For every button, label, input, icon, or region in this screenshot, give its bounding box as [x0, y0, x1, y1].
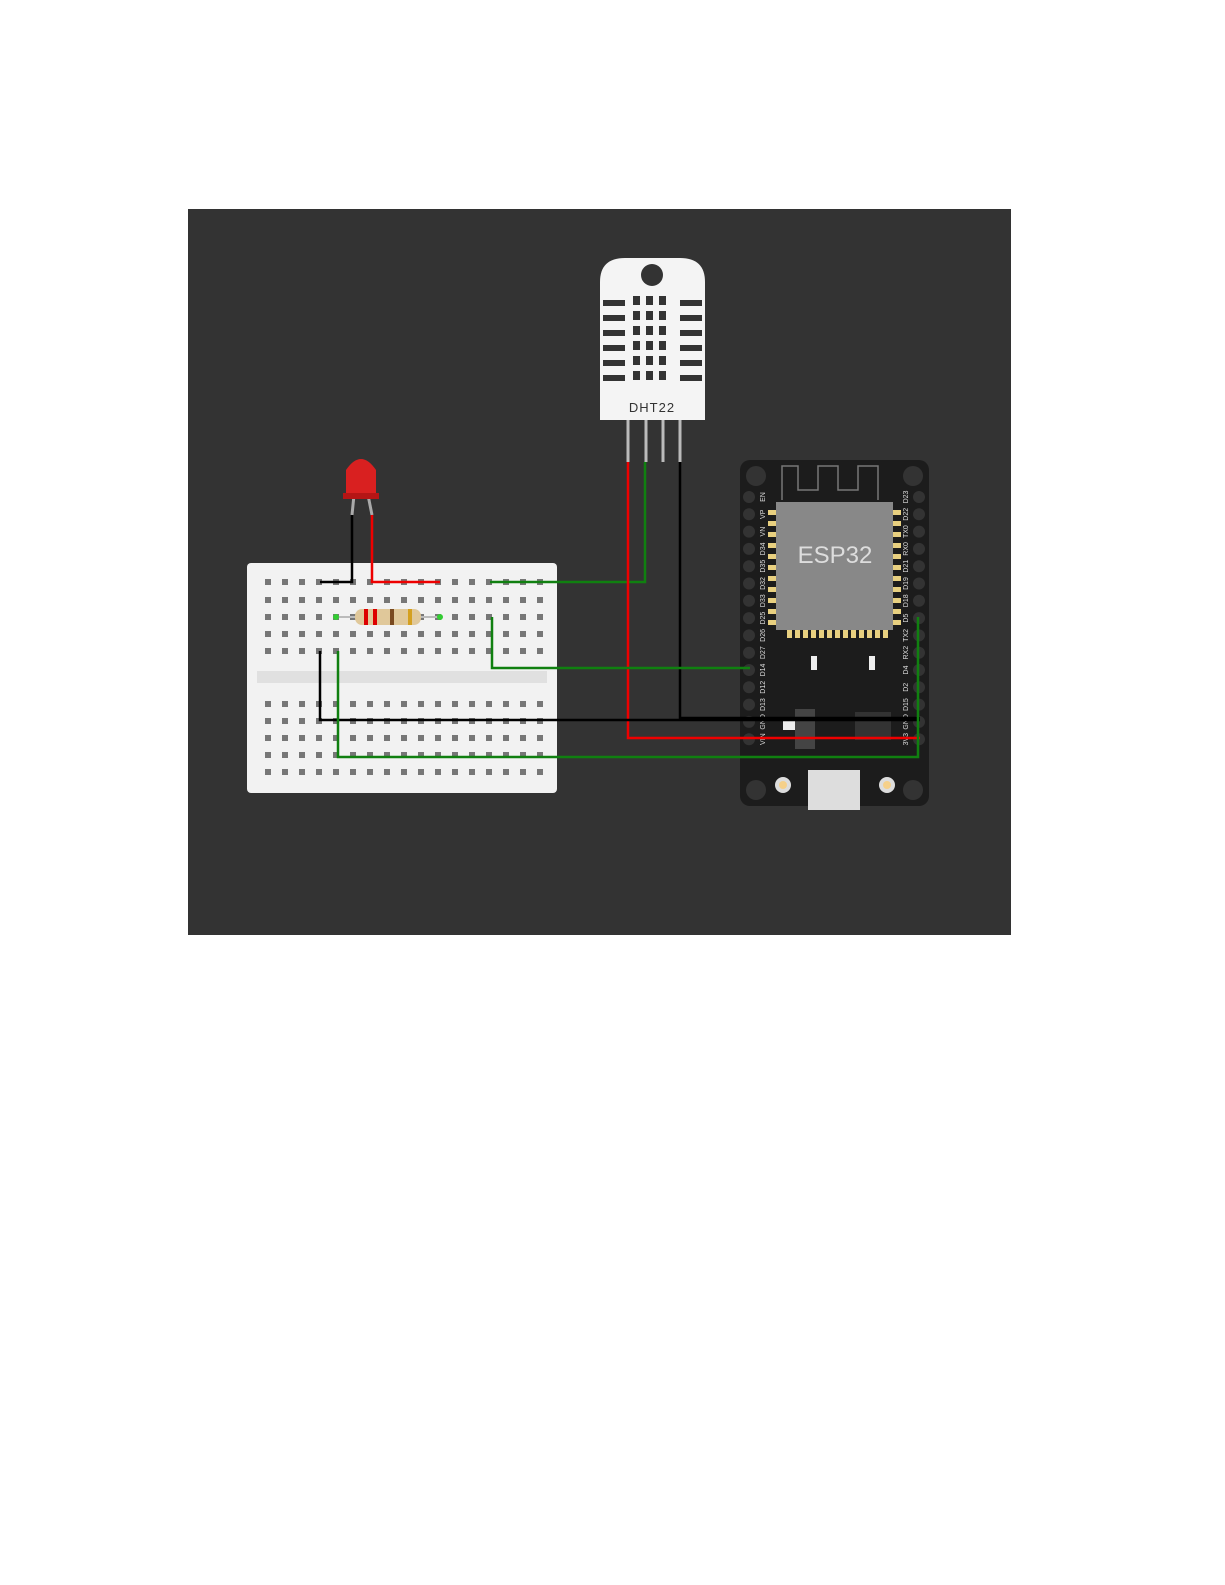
wire-led-cathode — [320, 515, 354, 584]
circuit-diagram: DHT22 ESP32 ENVPVND34D35D32D33D25D26D27D… — [188, 209, 1011, 935]
esp32-pin-label: D18 — [903, 594, 910, 607]
esp32-pin-d12[interactable] — [743, 681, 755, 694]
wire-dht-data — [490, 462, 647, 584]
esp32-pin-label: GND — [903, 714, 910, 730]
esp32-pin-d13[interactable] — [743, 698, 755, 711]
esp32-pin-label: GND — [760, 714, 767, 730]
esp32-pin-label: VP — [760, 509, 767, 519]
breadboard — [247, 563, 557, 793]
esp32-pin-label: D15 — [903, 698, 910, 711]
esp32-pin-d25[interactable] — [743, 612, 755, 625]
wire-d5 — [336, 617, 920, 759]
esp32-label: ESP32 — [798, 542, 873, 569]
esp32-pin-label: D2 — [903, 683, 910, 692]
esp32-pin-rx0[interactable] — [913, 542, 925, 555]
esp32-pin-tx0[interactable] — [913, 525, 925, 538]
esp32-pin-d19[interactable] — [913, 577, 925, 590]
esp32-pin-label: D27 — [760, 646, 767, 659]
esp32-pin-d23[interactable] — [913, 491, 925, 503]
esp32-pin-label: D34 — [760, 542, 767, 555]
wire-gnd — [318, 651, 920, 722]
esp32-pin-d34[interactable] — [743, 542, 755, 555]
resistor — [333, 609, 443, 625]
esp32-pin-label: D12 — [760, 681, 767, 694]
esp32-pin-d35[interactable] — [743, 560, 755, 573]
esp32-pin-label: EN — [760, 492, 767, 502]
esp32-pin-d33[interactable] — [743, 594, 755, 607]
esp32-pin-label: D5 — [903, 614, 910, 623]
esp32-pin-vp[interactable] — [743, 508, 755, 521]
esp32-pin-label: D21 — [903, 560, 910, 573]
esp32-pin-label: D14 — [760, 663, 767, 676]
esp32-pin-label: D33 — [760, 594, 767, 607]
esp32-pin-d18[interactable] — [913, 594, 925, 607]
wire-d14 — [490, 617, 750, 670]
esp32-pin-d22[interactable] — [913, 508, 925, 521]
red-led — [343, 459, 379, 516]
dht22-label: DHT22 — [629, 400, 675, 415]
esp32-pin-label: D25 — [760, 612, 767, 625]
esp32-pin-label: TX2 — [903, 629, 910, 642]
esp32-pin-label: D32 — [760, 577, 767, 590]
esp32-pin-d27[interactable] — [743, 646, 755, 659]
esp32-pin-label: D4 — [903, 665, 910, 674]
esp32-pin-label: RX0 — [903, 542, 910, 556]
wire-led-anode — [370, 515, 440, 584]
esp32-pin-label: D22 — [903, 508, 910, 521]
esp32-pin-d32[interactable] — [743, 577, 755, 590]
esp32-pin-label: VN — [760, 527, 767, 537]
wire-dht-gnd — [678, 462, 920, 720]
esp32-pin-en[interactable] — [743, 491, 755, 503]
esp32-pin-label: D26 — [760, 629, 767, 642]
esp32-pin-vn[interactable] — [743, 525, 755, 538]
esp32-pin-d14[interactable] — [743, 664, 755, 676]
esp32-pin-label: TX0 — [903, 525, 910, 538]
esp32-pin-label: D19 — [903, 577, 910, 590]
esp32-pin-label: D23 — [903, 490, 910, 503]
esp32-pin-label: RX2 — [903, 646, 910, 660]
esp32-pin-label: D35 — [760, 560, 767, 573]
wire-dht-vcc — [626, 462, 920, 740]
wires — [318, 462, 920, 759]
esp32-pin-d21[interactable] — [913, 560, 925, 573]
dht22-sensor: DHT22 — [600, 258, 705, 462]
esp32-pin-label: D13 — [760, 698, 767, 711]
esp32-pin-d26[interactable] — [743, 629, 755, 642]
